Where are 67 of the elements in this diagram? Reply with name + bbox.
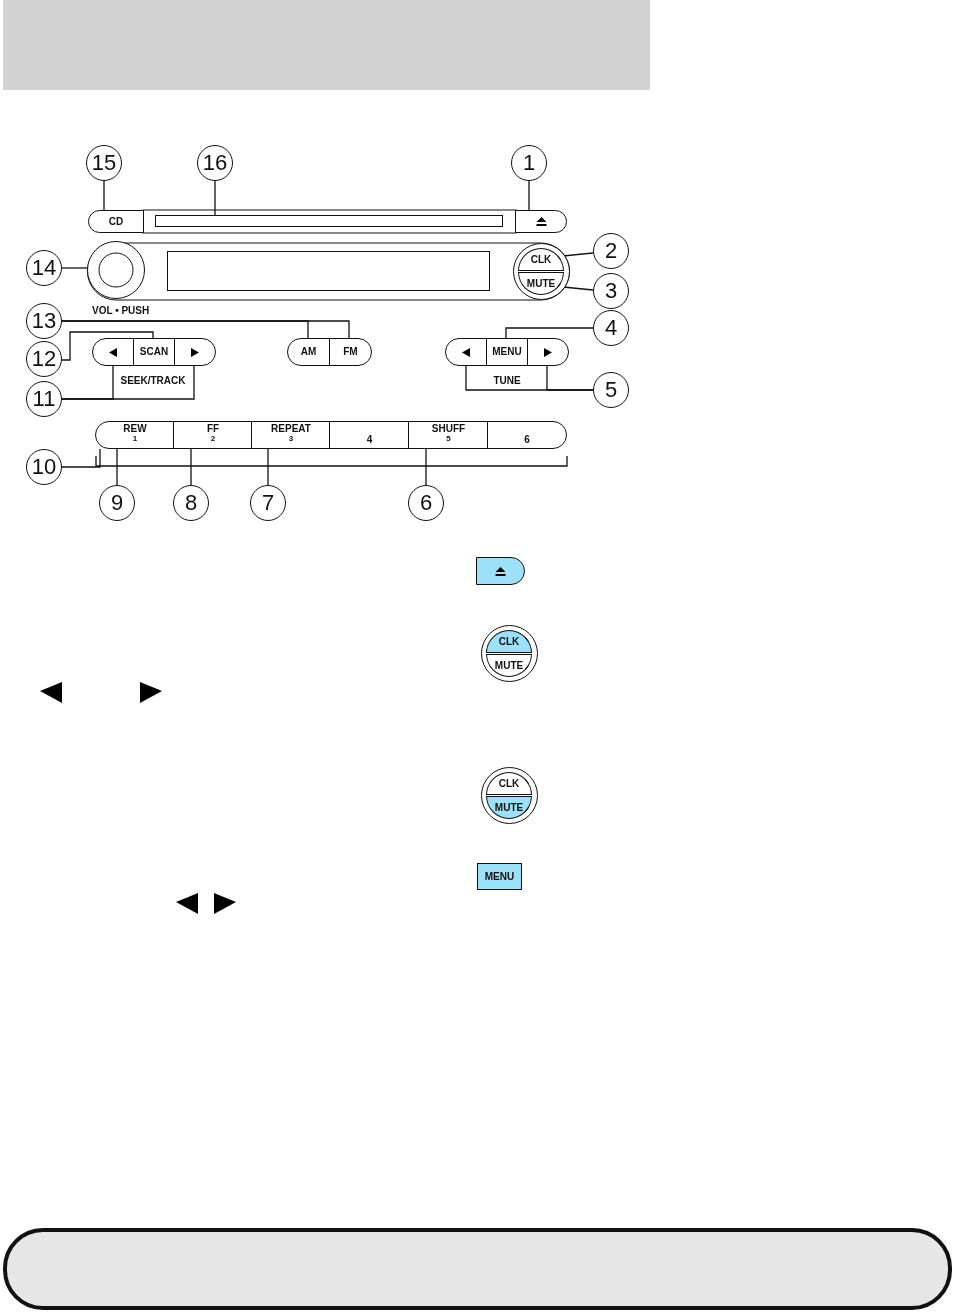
leader-line: [190, 448, 192, 486]
callout-number: 13: [26, 303, 62, 339]
preset-number: 1: [132, 434, 138, 443]
callout-number: 4: [593, 310, 629, 346]
callout-number: 5: [593, 372, 629, 408]
preset-button: 4: [329, 422, 409, 448]
callout-number: 9: [99, 485, 135, 521]
callout-number: 2: [593, 233, 629, 269]
leader-line: [61, 448, 101, 468]
leader-line: [214, 180, 216, 216]
mute-button: MUTE: [486, 796, 532, 819]
round-button-ring: [481, 625, 538, 682]
eject-button: [476, 557, 525, 585]
disc-slot: [155, 215, 503, 227]
button-label: SHUFF: [431, 423, 466, 434]
leader-line: [425, 448, 427, 486]
callout-number: 3: [593, 273, 629, 309]
control-label: SEEK/TRACK: [120, 375, 186, 386]
callout-number: 1: [511, 145, 547, 181]
callout-number: 8: [173, 485, 209, 521]
preset-number: 3: [288, 434, 294, 443]
tune-button: [527, 338, 569, 366]
leader-line: [267, 448, 269, 486]
callout-number: 6: [408, 485, 444, 521]
seek-button: [92, 338, 134, 366]
mute-button: MUTE: [486, 654, 532, 677]
band-button: FM: [329, 338, 372, 366]
callout-number: 10: [26, 449, 62, 485]
scan-button: SCAN: [133, 338, 175, 366]
menu-button: MENU: [486, 338, 528, 366]
leader-line: [61, 365, 195, 400]
leader-line: [103, 180, 105, 211]
callout-number: 11: [26, 381, 62, 417]
control-label: VOL • PUSH: [92, 305, 150, 316]
clock-button: CLK: [486, 630, 532, 653]
callout-number: 16: [197, 145, 233, 181]
control-label: TUNE: [493, 375, 521, 386]
preset-button-strip: [95, 421, 567, 449]
tune-button: [445, 338, 487, 366]
leader-line: [61, 267, 88, 269]
round-button-ring: [481, 767, 538, 824]
preset-number: 5: [446, 434, 451, 443]
clock-button: CLK: [486, 772, 532, 795]
button-label: FF: [206, 423, 220, 434]
leader-line: [61, 331, 154, 361]
band-button: AM: [287, 338, 330, 366]
preset-button: 6: [487, 422, 566, 448]
clock-button: CLK: [518, 248, 564, 271]
leader-line: [116, 448, 118, 486]
display-screen: [167, 251, 490, 291]
eject-button: [515, 210, 567, 233]
volume-knob: [87, 241, 145, 299]
preset-number: 2: [210, 434, 216, 443]
seek-button: [174, 338, 216, 366]
button-label: REW: [123, 423, 147, 434]
callout-number: 12: [26, 341, 62, 377]
callout-number: 7: [250, 485, 286, 521]
button-label: REPEAT: [271, 423, 311, 434]
leader-line: [505, 327, 594, 339]
callout-number: 15: [86, 145, 122, 181]
cd-button: CD: [88, 210, 144, 233]
leader-line: [546, 365, 594, 391]
leader-line: [528, 180, 530, 211]
mute-button: MUTE: [518, 272, 564, 295]
menu-button: MENU: [477, 863, 522, 890]
callout-number: 14: [26, 250, 62, 286]
round-button-ring: [513, 243, 570, 300]
